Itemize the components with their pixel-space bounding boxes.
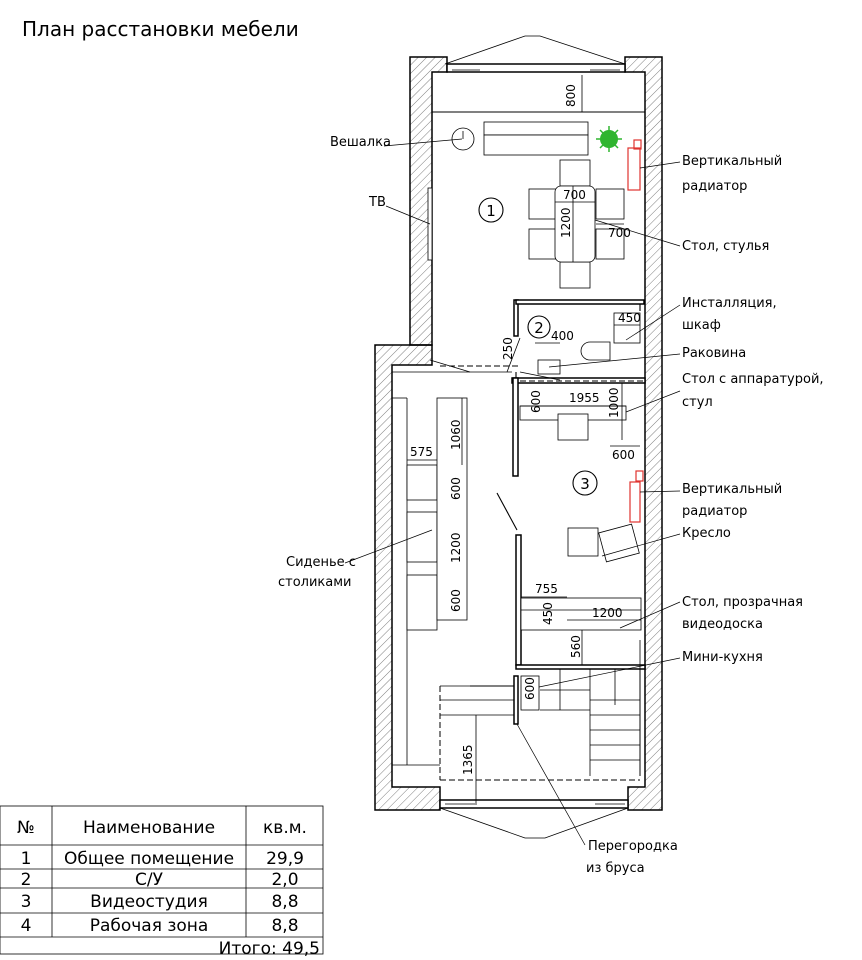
label-equipment: Стол с аппаратурой, — [682, 372, 824, 387]
label-hanger: Вешалка — [330, 135, 391, 150]
svg-text:600: 600 — [449, 477, 463, 500]
svg-text:700: 700 — [563, 188, 586, 202]
svg-text:1000: 1000 — [607, 387, 621, 418]
room-numbers: 1 2 3 — [478, 197, 598, 496]
svg-text:2,0: 2,0 — [271, 870, 298, 890]
sink-icon — [580, 341, 611, 361]
label-radiator-2: Вертикальный — [682, 482, 782, 497]
room-number-1: 1 — [486, 202, 496, 220]
label-tv: ТВ — [368, 195, 386, 210]
svg-text:29,9: 29,9 — [266, 849, 304, 869]
svg-text:из бруса: из бруса — [586, 861, 645, 876]
plant-icon — [596, 126, 622, 152]
room-number-3: 3 — [580, 475, 590, 493]
radiator-icon — [627, 147, 641, 191]
svg-text:755: 755 — [535, 582, 558, 596]
svg-text:1200: 1200 — [592, 606, 623, 620]
svg-text:1365: 1365 — [461, 744, 475, 775]
table-total: Итого: 49,5 — [219, 939, 320, 959]
svg-text:видеодоска: видеодоска — [682, 617, 763, 632]
label-whiteboard: Стол, прозрачная — [682, 595, 803, 610]
dining-table — [554, 185, 596, 263]
svg-text:700: 700 — [608, 226, 631, 240]
wall-right — [624, 56, 663, 811]
svg-text:столиками: столиками — [278, 575, 352, 590]
plan-title: План расстановки мебели — [22, 17, 299, 41]
svg-text:600: 600 — [449, 589, 463, 612]
stairs — [540, 669, 641, 776]
table-header-name: Наименование — [83, 818, 215, 838]
table-header-no: № — [17, 818, 35, 838]
svg-text:Рабочая зона: Рабочая зона — [90, 916, 209, 936]
svg-text:450: 450 — [618, 311, 641, 325]
label-table-chairs: Стол, стулья — [682, 239, 769, 254]
svg-text:1060: 1060 — [449, 419, 463, 450]
svg-text:С/У: С/У — [135, 870, 164, 890]
bench-seating — [406, 397, 468, 631]
walls — [374, 56, 663, 811]
table-row: 1 — [21, 849, 32, 869]
svg-text:стул: стул — [682, 395, 713, 410]
svg-text:Общее помещение: Общее помещение — [64, 849, 234, 869]
window-bays — [439, 35, 629, 839]
svg-text:шкаф: шкаф — [682, 318, 721, 333]
table-row: 4 — [21, 916, 32, 936]
svg-text:8,8: 8,8 — [271, 892, 298, 912]
label-partition: Перегородка — [588, 839, 678, 854]
table-header-area: кв.м. — [263, 818, 307, 838]
label-radiator-1: Вертикальный — [682, 154, 782, 169]
bottom-window-frame — [439, 799, 629, 809]
label-installation: Инсталляция, — [682, 296, 777, 311]
top-window-frame — [446, 63, 626, 73]
svg-text:1200: 1200 — [449, 532, 463, 563]
labels: Вешалка ТВ Вертикальный радиатор Стол, с… — [278, 135, 824, 876]
area-table: № Наименование кв.м. 1 Общее помещение 2… — [0, 805, 324, 959]
table-row: 2 — [21, 870, 32, 890]
furniture — [406, 121, 644, 776]
label-seat: Сиденье с — [286, 555, 356, 570]
svg-text:560: 560 — [569, 635, 583, 658]
svg-text:600: 600 — [523, 677, 537, 700]
svg-text:1200: 1200 — [559, 207, 573, 238]
svg-text:1955: 1955 — [569, 391, 600, 405]
svg-text:Видеостудия: Видеостудия — [90, 892, 208, 912]
wall-left-lower — [374, 344, 441, 811]
room-number-2: 2 — [534, 319, 544, 337]
partitions — [391, 72, 646, 781]
label-armchair: Кресло — [682, 526, 731, 541]
svg-text:250: 250 — [501, 337, 515, 360]
svg-text:575: 575 — [410, 445, 433, 459]
svg-text:радиатор: радиатор — [682, 504, 747, 519]
svg-text:450: 450 — [541, 602, 555, 625]
label-sink: Раковина — [682, 346, 746, 361]
dimensions: 800 700 1200 700 400 450 250 1955 600 10… — [407, 75, 641, 805]
svg-text:8,8: 8,8 — [271, 916, 298, 936]
svg-text:600: 600 — [529, 390, 543, 413]
svg-text:800: 800 — [564, 84, 578, 107]
label-minikitchen: Мини-кухня — [682, 650, 763, 665]
svg-text:400: 400 — [551, 329, 574, 343]
table-row: 3 — [21, 892, 32, 912]
svg-text:600: 600 — [612, 448, 635, 462]
svg-text:радиатор: радиатор — [682, 179, 747, 194]
